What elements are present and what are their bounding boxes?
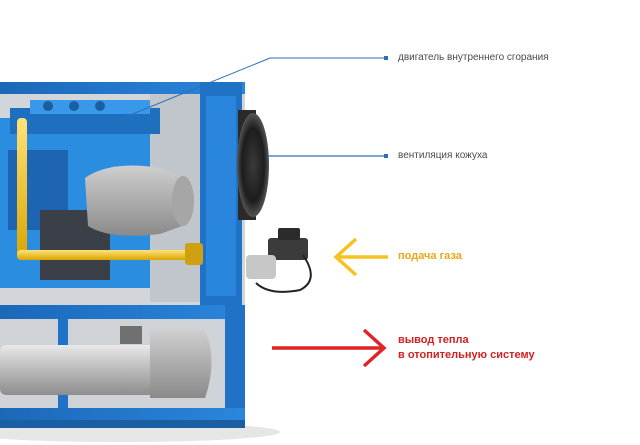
gas-pipe-vertical [17,118,27,258]
heat-output-label-line2: в отопительную систему [398,349,535,361]
ventilation-leader-marker [384,154,388,158]
gas-valve-top [278,228,300,240]
arrow-right-icon [272,328,387,368]
ventilation-fan [237,113,269,217]
engine-leader-line [117,57,385,121]
engine-label: двигатель внутреннего сгорания [398,52,549,63]
engine-bolt-1 [43,101,53,111]
gas-valve-cable [255,254,312,293]
frame-right-post-inner [206,96,236,296]
engine-leader-marker [384,56,388,60]
gas-valve-body [268,238,308,260]
engine-bolt-3 [95,101,105,111]
gas-pipe-horizontal [17,250,197,260]
engine-cover [30,100,150,114]
frame-lower-right-post [225,305,245,417]
exhaust-end-cap [172,176,194,226]
frame-top-beam [0,82,245,94]
engine-bolt-2 [69,101,79,111]
arrow-left-icon [333,237,388,277]
gas-supply-label: подача газа [398,250,462,262]
heat-exchanger-flange [120,326,142,344]
frame-middle-beam [0,305,245,319]
frame-skid [0,420,245,428]
frame-bottom-beam [0,408,245,420]
heat-exchanger-insulation [150,330,212,398]
gas-valve-regulator [246,255,276,279]
heat-exchanger-cylinder [0,345,160,395]
ventilation-label: вентиляция кожуха [398,150,488,161]
exhaust-insulation [85,165,187,236]
gas-pipe-connector [185,243,203,265]
heat-output-label-line1: вывод тепла [398,334,469,346]
